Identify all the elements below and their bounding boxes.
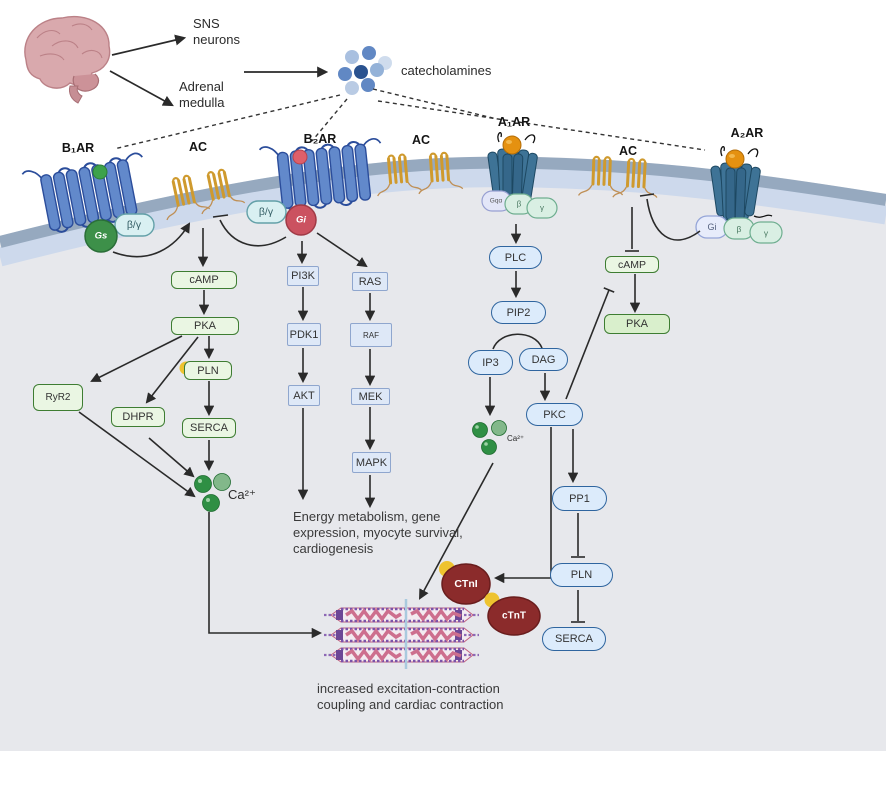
node-camp-right: cAMP [605,256,659,273]
gamma-a1-label: γ [540,203,544,213]
node-ip3: IP3 [468,350,513,375]
catecholamines-label: catecholamines [401,63,492,78]
beta-a2-label: β [736,223,742,234]
adrenal-medulla-label: Adrenal medulla [179,79,225,110]
node-pp1: PP1 [552,486,607,511]
node-pi3k: PI3K [287,266,319,286]
stimulus-arrows [109,34,329,107]
calcium-label-right: Ca²⁺ [507,434,525,443]
b2ar-ligand-icon [292,149,308,165]
node-pln-left: PLN [184,361,232,380]
a1ar-label: A₁AR [497,115,531,129]
ac2-label: AC [411,133,431,147]
node-pka-right: PKA [604,314,670,334]
beta-gamma-b2-label: β/γ [258,206,274,218]
b2-outcome-text: Energy metabolism, gene expression, myoc… [293,509,463,556]
ac1-label: AC [188,140,208,154]
calcium-ions-left [194,473,231,512]
node-camp-left: cAMP [171,271,237,289]
beta-a1-label: β [516,199,522,209]
calcium-label-left: Ca²⁺ [228,487,256,502]
beta-gamma-b1-label: β/γ [126,219,142,231]
a2ar-label: A₂AR [730,126,764,140]
release-dashed-lines [113,88,706,151]
node-dhpr: DHPR [111,407,165,427]
node-dag: DAG [519,348,568,371]
node-mapk: MAPK [352,452,391,473]
node-plc: PLC [489,246,542,269]
node-serca-right: SERCA [542,627,606,651]
node-pln-right: PLN [550,563,613,587]
troponin-icons [439,561,541,636]
node-raf: RAF [350,323,392,347]
ctni-label: CTnI [454,578,478,590]
b2ar-label: B₂AR [303,132,337,146]
gs-label: Gs [94,230,108,242]
node-pkc: PKC [526,403,583,426]
sarcomere-icon [324,599,479,669]
node-ryr2: RyR2 [33,384,83,411]
node-mek: MEK [351,388,390,405]
brain-icon [24,16,111,104]
node-pip2: PIP2 [491,301,546,324]
node-akt: AKT [288,385,320,406]
gi-a2-label: Gi [707,222,717,232]
ac3-label: AC [618,144,638,158]
sns-neurons-label: SNS neurons [193,16,240,47]
calcium-ions-right [472,420,507,455]
node-pdk1: PDK1 [287,323,321,346]
catecholamines-icon [338,46,392,95]
ctnt-label: cTnT [502,610,526,622]
node-pka-left: PKA [171,317,239,335]
node-ras: RAS [352,272,388,291]
b1ar-label: B₁AR [61,141,95,155]
g-protein-shapes [84,190,783,253]
gq-alpha-label: Gqα [489,197,503,205]
gamma-a2-label: γ [763,227,769,238]
b1ar-ligand-icon [92,164,108,180]
node-serca-left: SERCA [182,418,236,438]
gi-b2-label: Gi [295,214,307,226]
contraction-outcome-text: increased excitation-contraction couplin… [317,681,504,712]
